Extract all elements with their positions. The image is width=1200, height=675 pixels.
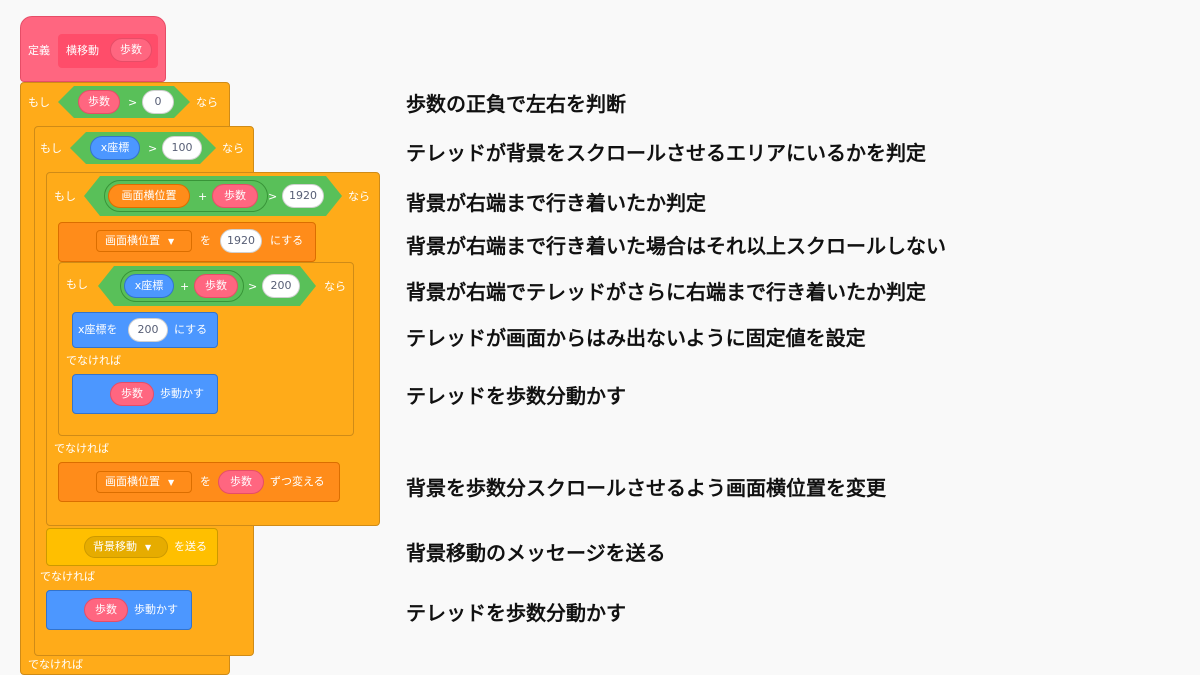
if2-var[interactable]: x座標 [90,136,140,160]
if4-param[interactable]: 歩数 [194,274,238,298]
if2-else-label: でなければ [40,570,95,583]
if4-then: なら [324,280,346,293]
set-x-label: x座標を [78,323,118,336]
move-outer-action: 歩動かす [134,603,178,616]
change-var-dropdown[interactable]: 画面横位置▼ [96,471,192,493]
define-keyword: 定義 [28,44,50,57]
if4-var[interactable]: x座標 [124,274,174,298]
if3-then: なら [348,190,370,203]
if1-else-label: でなければ [28,658,83,671]
note-7: テレッドを歩数分動かす [406,384,626,408]
if4-keyword: もし [66,278,88,291]
chevron-down-icon: ▼ [168,237,175,246]
set-x-value[interactable]: 200 [128,318,168,342]
set-to-label: を [200,234,211,247]
note-1: 歩数の正負で左右を判断 [406,92,626,116]
change-param[interactable]: 歩数 [218,470,264,494]
move-outer-param[interactable]: 歩数 [84,598,128,622]
if1-value[interactable]: 0 [142,90,174,114]
move-inner-action: 歩動かす [160,387,204,400]
if3-keyword: もし [54,190,76,203]
note-3: 背景が右端まで行き着いたか判定 [406,191,706,215]
if3-var[interactable]: 画面横位置 [108,184,190,208]
note-6: テレッドが画面からはみ出ないように固定値を設定 [406,326,866,350]
if2-op: > [148,142,158,155]
if3-value[interactable]: 1920 [282,184,324,208]
note-4: 背景が右端まで行き着いた場合はそれ以上スクロールしない [406,234,946,258]
if3-else-label: でなければ [54,442,109,455]
if4-plus: + [180,280,190,293]
if4-value[interactable]: 200 [262,274,300,298]
note-10: テレッドを歩数分動かす [406,601,626,625]
set-action-label: にする [270,234,304,247]
if4-op: > [248,280,258,293]
change-action: ずつ変える [270,475,325,488]
note-2: テレッドが背景をスクロールさせるエリアにいるかを判定 [406,141,926,165]
chevron-down-icon: ▼ [168,478,175,487]
define-param[interactable]: 歩数 [110,38,152,62]
if1-then: なら [196,96,218,109]
define-name: 横移動 [66,44,99,57]
note-9: 背景移動のメッセージを送る [406,541,666,565]
change-to-label: を [200,475,211,488]
set-value[interactable]: 1920 [220,229,262,253]
if4-else-label: でなければ [66,354,121,367]
if2-value[interactable]: 100 [162,136,202,160]
if2-keyword: もし [40,142,62,155]
broadcast-dropdown[interactable]: 背景移動▼ [84,536,168,558]
if1-keyword: もし [28,96,50,109]
if3-op: > [268,190,278,203]
if3-param[interactable]: 歩数 [212,184,258,208]
note-8: 背景を歩数分スクロールさせるよう画面横位置を変更 [406,476,886,500]
if3-plus: + [198,190,208,203]
set-x-action: にする [174,323,208,336]
if2-then: なら [222,142,244,155]
move-inner-param[interactable]: 歩数 [110,382,154,406]
set-var-dropdown[interactable]: 画面横位置▼ [96,230,192,252]
if1-param[interactable]: 歩数 [78,90,120,114]
broadcast-action: を送る [174,540,207,553]
chevron-down-icon: ▼ [145,543,152,552]
note-5: 背景が右端でテレッドがさらに右端まで行き着いたか判定 [406,280,926,304]
if1-op: > [128,96,138,109]
